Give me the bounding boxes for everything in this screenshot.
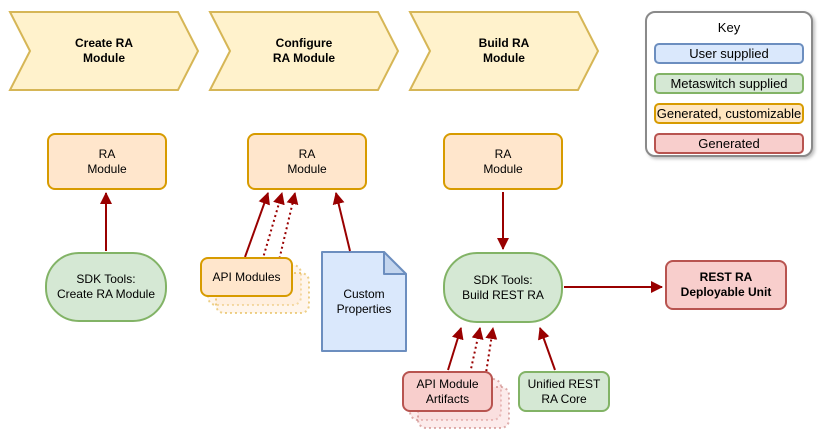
custom-properties-fold-corner — [383, 251, 407, 275]
node-api-module-artifacts: API Module Artifacts — [402, 371, 493, 412]
key-title: Key — [717, 20, 741, 35]
phase-label-build-ra-module: Build RA Module — [478, 36, 530, 65]
key-item-metaswitch-supplied: Metaswitch supplied — [654, 73, 804, 94]
arrow-api-module-artifacts-to-sdk-build — [447, 327, 464, 371]
phase-label-create-ra-module: Create RA Module — [74, 36, 134, 65]
phase-chevron-build — [408, 11, 600, 91]
key-panel: Key User supplied Metaswitch supplied Ge… — [645, 11, 813, 157]
node-ra-module-2: RA Module — [247, 133, 367, 190]
arrow-artifacts-shadow1-to-sdk-build — [468, 327, 484, 379]
node-ra-module-1: RA Module — [47, 133, 167, 190]
phase-chevron-create — [8, 11, 200, 91]
key-item-generated: Generated — [654, 133, 804, 154]
node-rest-ra-deployable-unit: REST RA Deployable Unit — [665, 260, 787, 310]
node-ra-module-3: RA Module — [443, 133, 563, 190]
phase-label-configure-ra-module: Configure RA Module — [272, 36, 336, 65]
node-custom-properties-label: Custom Properties — [336, 287, 392, 316]
node-unified-rest-ra-core: Unified REST RA Core — [518, 371, 610, 412]
arrow-api-modules-to-ra-module-2 — [244, 192, 270, 258]
arrow-api-modules-shadow2-to-ra-module-2 — [275, 192, 299, 274]
arrow-unified-rest-ra-core-to-sdk-build — [538, 327, 556, 371]
node-api-modules: API Modules — [200, 257, 293, 297]
key-item-user-supplied: User supplied — [654, 43, 804, 64]
custom-properties-note-shape — [321, 251, 407, 352]
node-sdk-tools-build-rest-ra: SDK Tools: Build REST RA — [443, 252, 563, 323]
arrow-custom-properties-to-ra-module-2 — [332, 192, 351, 252]
phase-chevron-configure — [208, 11, 400, 91]
node-sdk-tools-create-ra-module: SDK Tools: Create RA Module — [45, 252, 167, 322]
key-item-generated-customizable: Generated, customizable — [654, 103, 804, 124]
